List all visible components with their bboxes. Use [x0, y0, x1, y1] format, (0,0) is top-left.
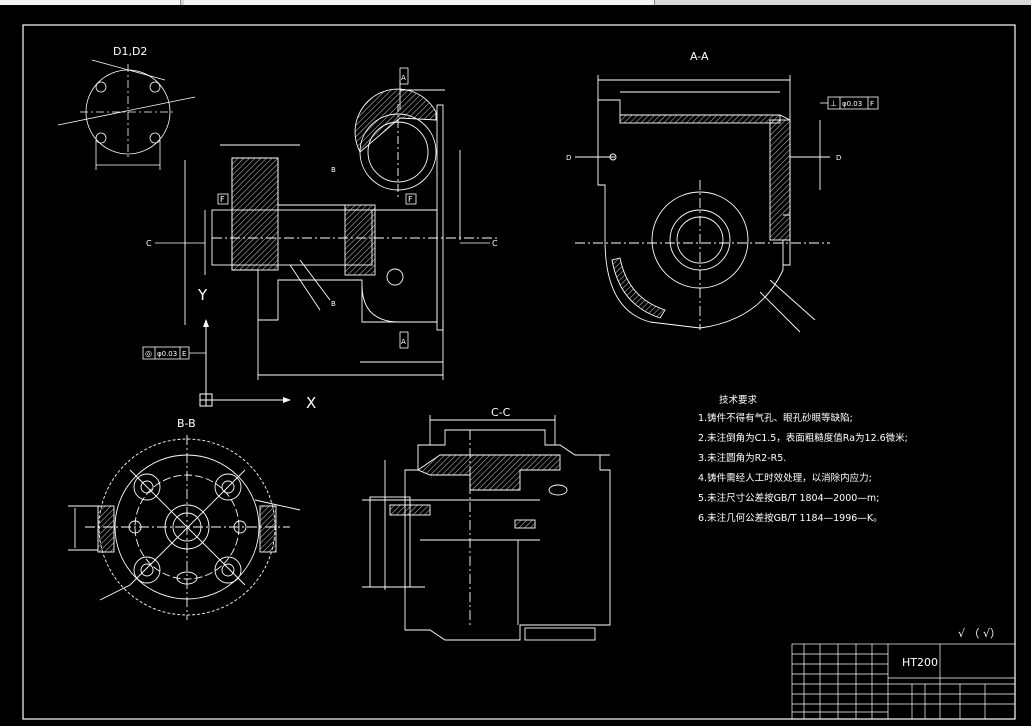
section-letter-d-left: D: [566, 154, 571, 162]
section-letter-c-left: C: [146, 239, 152, 248]
title-block: [791, 643, 1016, 720]
tolerance-symbol: ◎: [145, 349, 152, 358]
title-bar-segment: [184, 0, 655, 5]
tolerance-value: φ0.03: [842, 100, 862, 108]
tech-requirement-item: 3.未注圆角为R2-R5.: [698, 452, 786, 464]
view-main-front: [184, 80, 500, 380]
view-label-c-c: C-C: [491, 406, 511, 419]
view-c-c: [362, 415, 611, 641]
tolerance-frame-right: ⊥ φ0.03 F: [820, 96, 879, 110]
view-b-b: [68, 435, 301, 620]
datum-tag-f-mid: F: [408, 195, 413, 204]
title-block-material: HT200: [902, 656, 938, 669]
tech-requirement-item: 1.铸件不得有气孔、眼孔砂眼等缺陷;: [698, 412, 853, 424]
axis-label-x: X: [306, 394, 316, 412]
tech-requirement-item: 2.未注倒角为C1.5，表面粗糙度值Ra为12.6微米;: [698, 432, 908, 444]
engineering-drawing: D1,D2 F F: [22, 24, 1016, 720]
section-letter-d-right: D: [836, 154, 841, 162]
view-label-b-b: B-B: [177, 417, 196, 430]
tolerance-datum: E: [182, 350, 186, 358]
view-label-a-a: A-A: [690, 50, 709, 63]
roughness-note: √ （ √）: [958, 627, 1001, 640]
view-a-a: [575, 75, 830, 333]
window-title-bar: [0, 0, 1031, 5]
tolerance-symbol: ⊥: [830, 99, 837, 108]
view-d1d2: [57, 59, 196, 170]
tech-requirement-item: 4.铸件需经人工时效处理，以消除内应力;: [698, 472, 872, 484]
section-tag-a-top: A: [401, 74, 406, 82]
tech-requirement-item: 6.未注几何公差按GB/T 1184—1996—K。: [698, 512, 883, 524]
tech-requirement-item: 5.未注尺寸公差按GB/T 1804—2000—m;: [698, 492, 879, 504]
datum-tag-f-left: F: [220, 195, 225, 204]
section-tag-a-bottom: A: [401, 338, 406, 346]
view-label-d1d2: D1,D2: [113, 45, 147, 58]
tolerance-datum: F: [870, 100, 874, 108]
drawing-border: [22, 24, 1016, 720]
tech-requirements-title: 技术要求: [719, 394, 758, 406]
title-bar-segment: [0, 0, 181, 5]
tech-requirements: 技术要求 1.铸件不得有气孔、眼孔砂眼等缺陷; 2.未注倒角为C1.5，表面粗糙…: [698, 394, 908, 524]
section-tag-b-top: B: [331, 166, 336, 174]
section-letter-c-right: C: [492, 239, 498, 248]
tolerance-frame-left: ◎ φ0.03 E: [142, 346, 206, 360]
coordinate-axes: [199, 319, 291, 407]
section-tag-b-bottom: B: [331, 300, 336, 308]
tolerance-value: φ0.03: [157, 350, 177, 358]
axis-label-y: Y: [197, 286, 208, 304]
main-view-tags: [217, 67, 417, 349]
